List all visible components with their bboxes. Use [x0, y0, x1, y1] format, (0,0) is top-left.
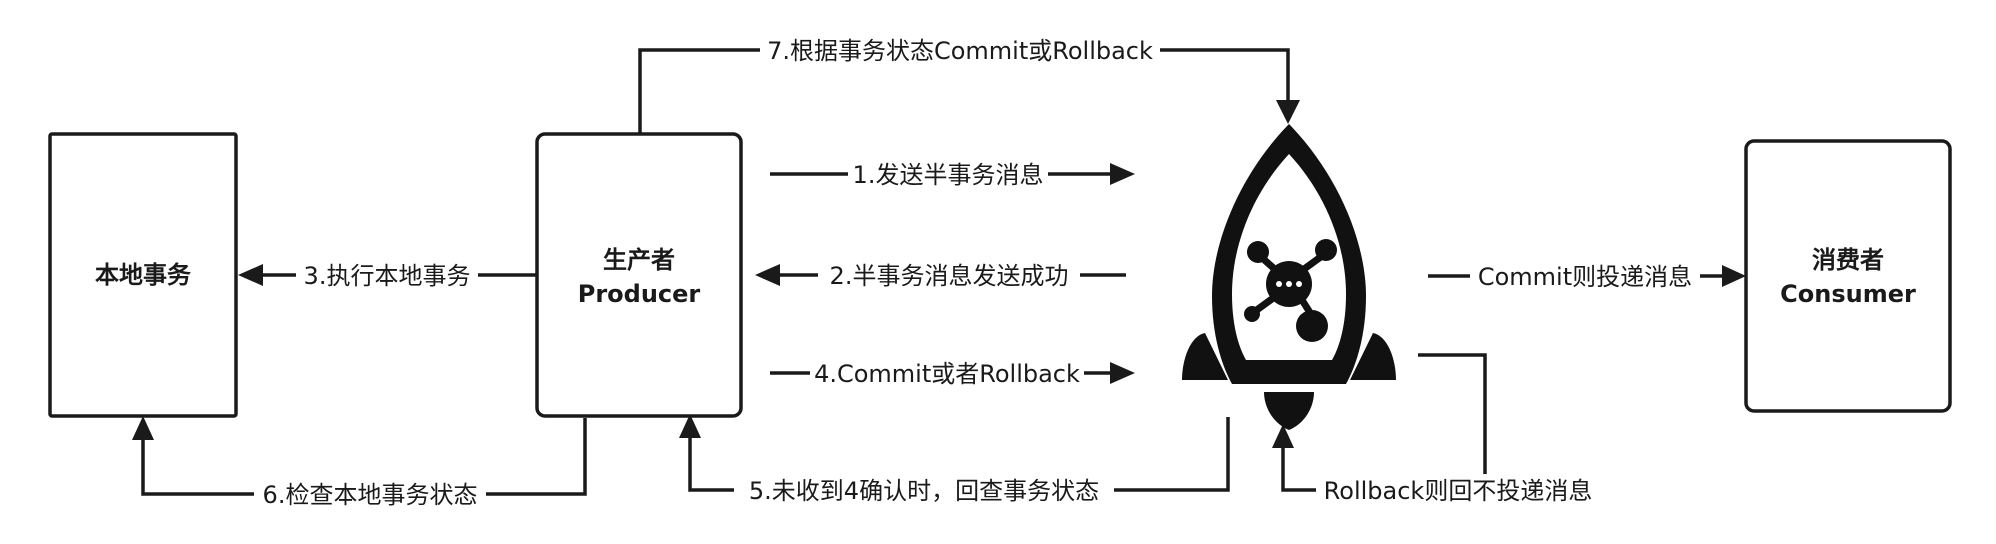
producer-label-en: Producer [578, 280, 701, 308]
edge-4-arrowhead [1110, 362, 1135, 384]
edge-5-arrowhead [679, 414, 701, 438]
edge-3-arrowhead [238, 264, 263, 286]
edge-4-label: 4.Commit或者Rollback [814, 360, 1080, 388]
edge-2-arrowhead [755, 264, 780, 286]
consumer-box [1744, 139, 1952, 413]
edge-commit-label: Commit则投递消息 [1478, 263, 1692, 291]
edge-5-label: 5.未收到4确认时，回查事务状态 [749, 477, 1099, 505]
edge-rollback-label: Rollback则回不投递消息 [1324, 477, 1593, 505]
consumer-label-en: Consumer [1780, 280, 1916, 308]
edge-rollback-arrowhead [1272, 424, 1294, 448]
edge-2-label: 2.半事务消息发送成功 [830, 262, 1069, 290]
local-transaction-box [48, 132, 238, 418]
local-transaction-label: 本地事务 [95, 261, 192, 289]
edge-6-label: 6.检查本地事务状态 [263, 481, 478, 509]
edge-7-arrowhead [1276, 100, 1300, 124]
edge-commit-arrowhead [1722, 265, 1746, 287]
rocket-icon [1182, 124, 1396, 430]
edge-6-arrowhead [132, 416, 154, 440]
edge-7-label: 7.根据事务状态Commit或Rollback [767, 37, 1153, 65]
producer-box [535, 132, 743, 418]
producer-label-cn: 生产者 [603, 246, 675, 274]
edge-1-arrowhead [1110, 163, 1135, 185]
consumer-label-cn: 消费者 [1812, 246, 1884, 274]
edge-1-label: 1.发送半事务消息 [853, 161, 1044, 189]
edge-3-label: 3.执行本地事务 [304, 262, 471, 290]
